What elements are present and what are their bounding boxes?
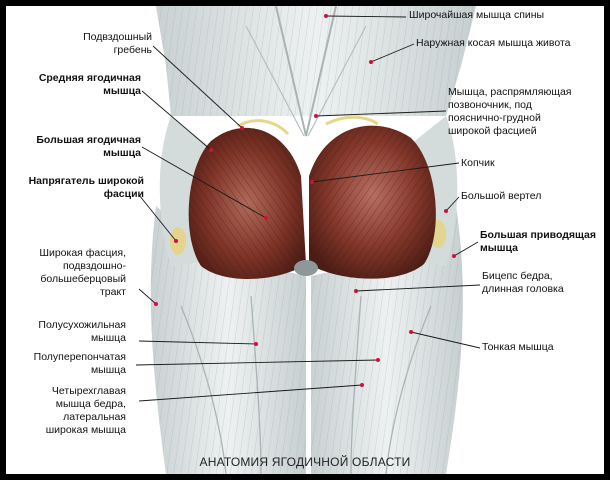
label-erector-spinae: Мышца, распрямляющая позвоночник, под по… xyxy=(448,86,572,137)
pointer-lines xyxy=(135,15,481,402)
label-tensor-fasciae-latae: Напрягатель широкой фасции xyxy=(28,175,144,200)
label-vastus-lateralis: Четырехглавая мышца бедра, латеральная ш… xyxy=(45,385,126,436)
label-biceps-femoris: Бицепс бедра, длинная головка xyxy=(482,270,564,295)
gluteus-maximus xyxy=(188,115,436,279)
label-gluteus-medius: Средняя ягодичная мышца xyxy=(38,72,141,97)
label-iliac-crest: Подвздошный гребень xyxy=(83,31,152,56)
label-coccyx: Копчик xyxy=(461,157,495,169)
label-semimembranosus: Полуперепончатая мышца xyxy=(33,351,126,376)
label-latissimus: Широчайшая мышца спины xyxy=(409,9,545,21)
label-fascia-lata: Широкая фасция, подвздошно- большеберцов… xyxy=(39,247,126,298)
label-semitendinosus: Полусухожильная мышца xyxy=(38,319,126,344)
torso-back xyxy=(156,6,476,137)
label-greater-trochanter: Большой вертел xyxy=(461,190,542,202)
diagram-frame: Широчайшая мышца спины Наружная косая мы… xyxy=(6,6,604,474)
label-adductor-magnus: Большая приводящая мышца xyxy=(480,229,597,254)
marker-dots xyxy=(154,14,456,387)
label-gracilis: Тонкая мышца xyxy=(482,341,554,353)
label-gluteus-maximus: Большая ягодичная мышца xyxy=(36,134,141,159)
diagram-caption: АНАТОМИЯ ЯГОДИЧНОЙ ОБЛАСТИ xyxy=(199,455,411,469)
label-external-oblique: Наружная косая мышца живота xyxy=(416,37,571,49)
gluteal-anatomy-illustration xyxy=(135,6,481,474)
